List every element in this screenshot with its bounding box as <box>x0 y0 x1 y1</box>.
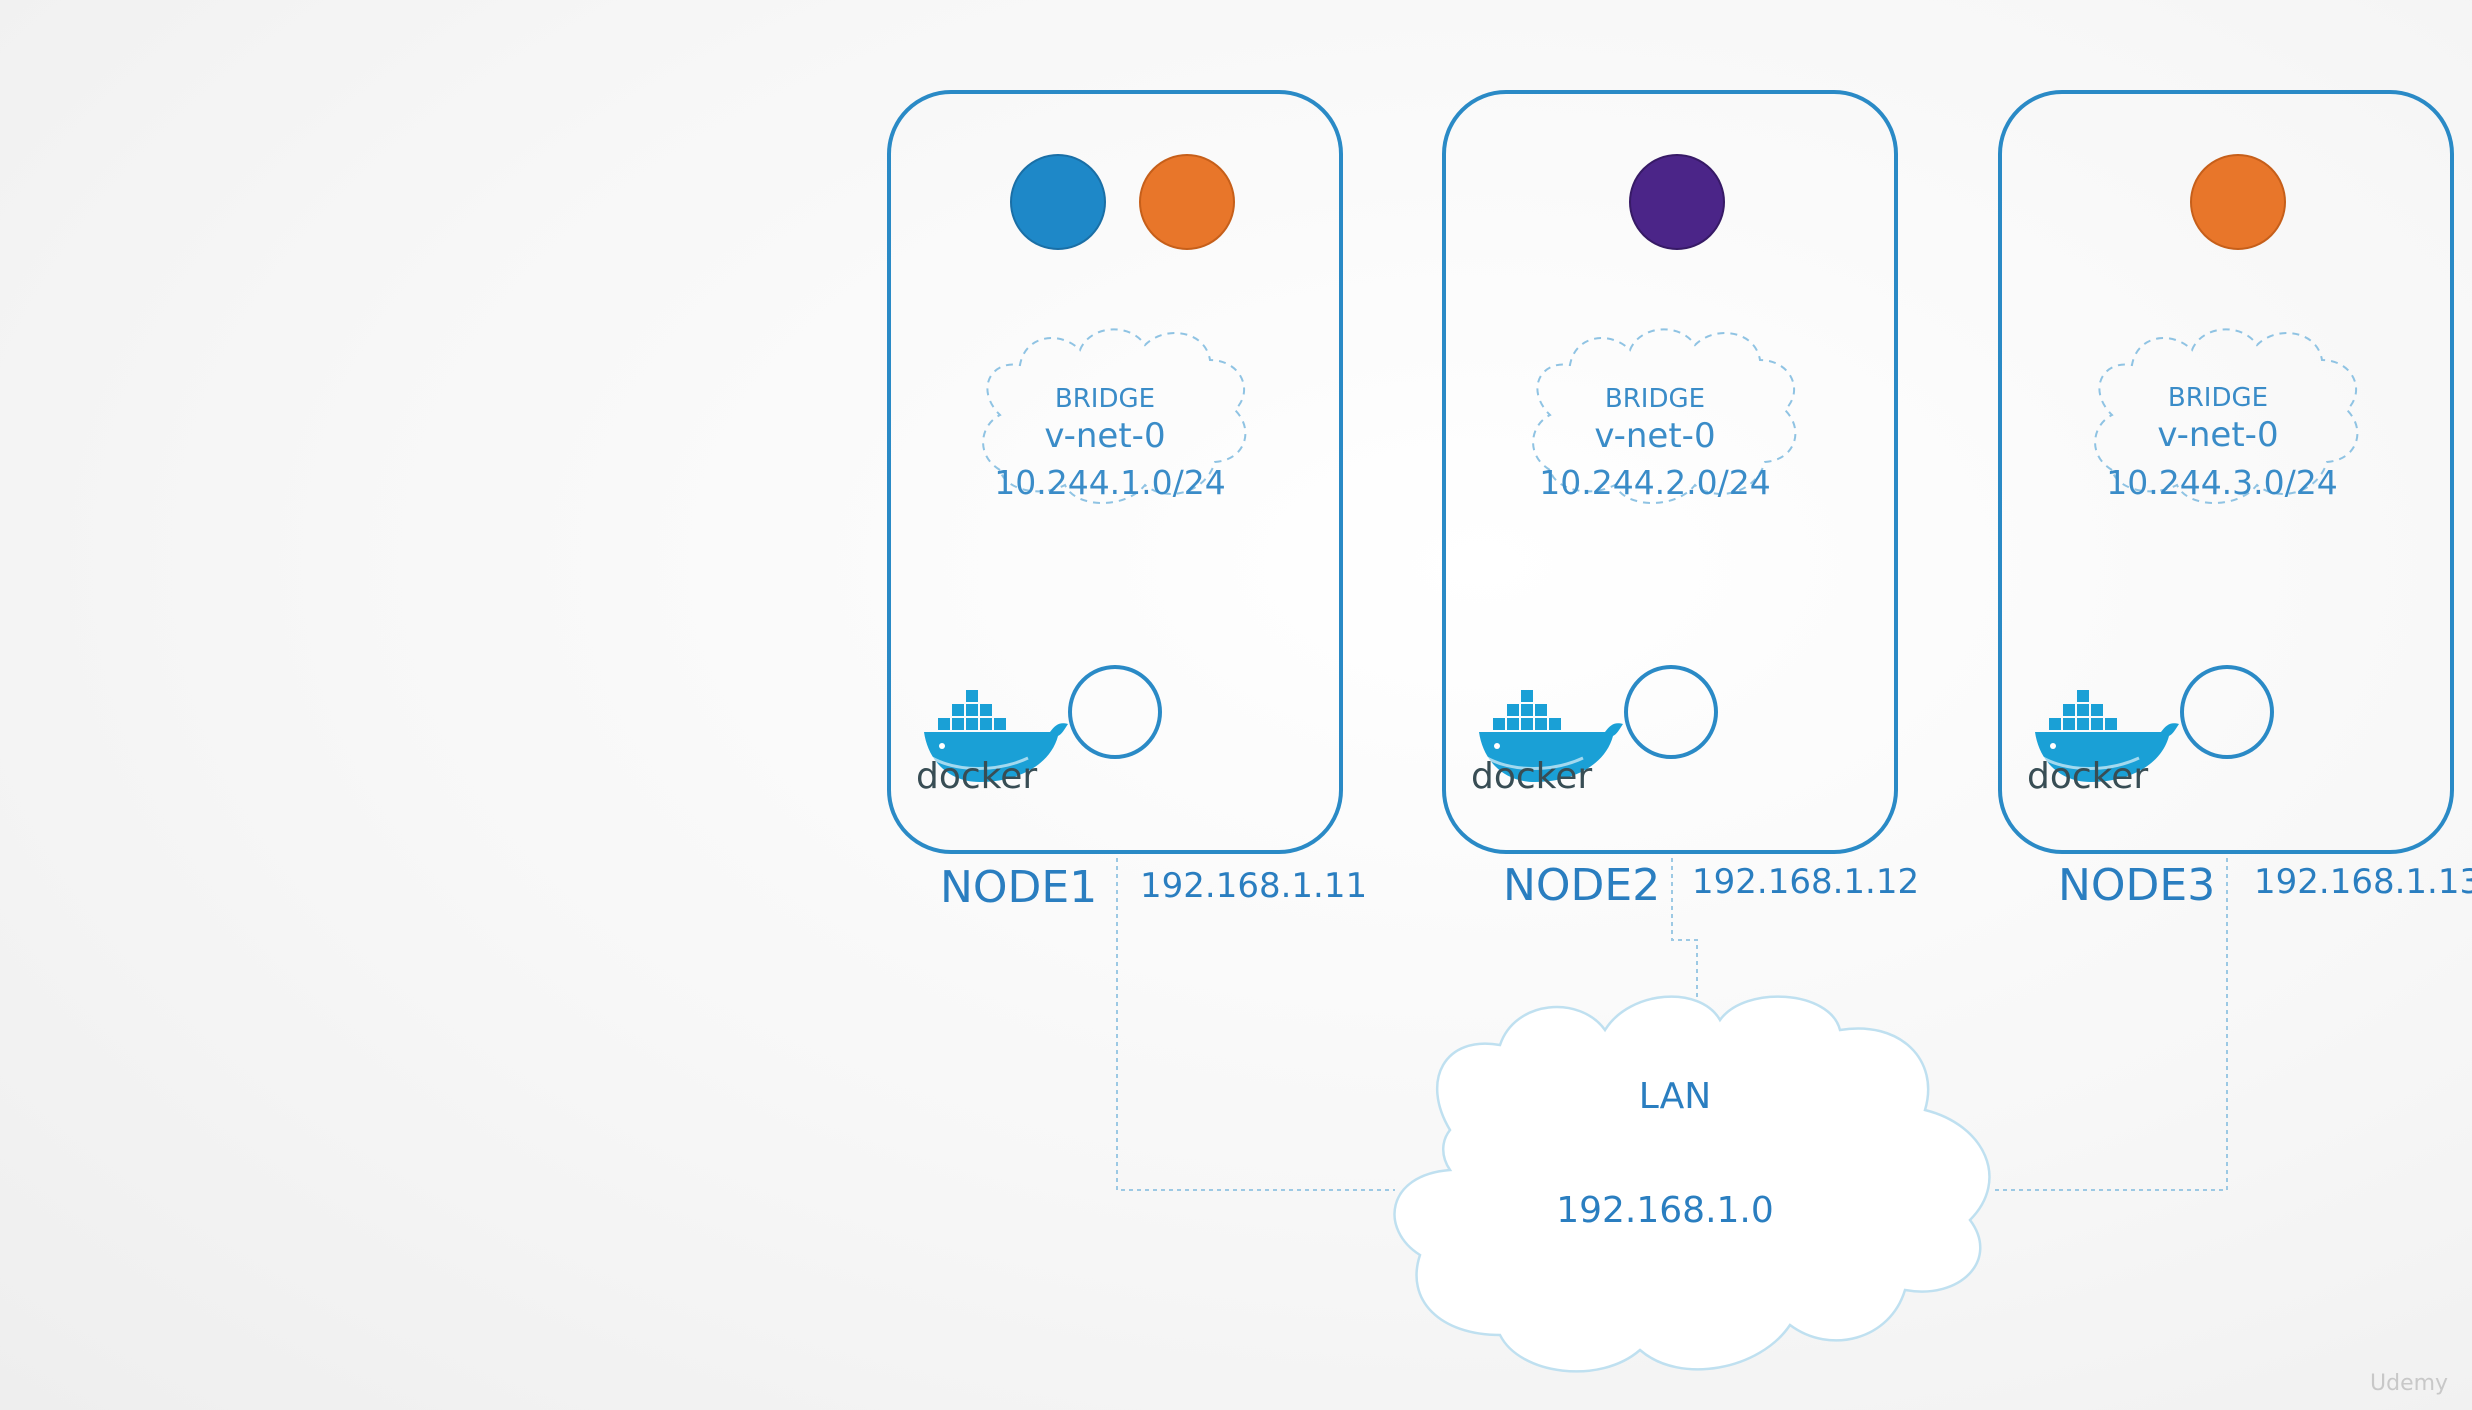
dashed-cloud-icon <box>1532 328 1797 504</box>
connector-node3 <box>1995 850 2228 1191</box>
bridge-cidr: 10.244.3.0/24 <box>2106 463 2338 502</box>
connector-node2 <box>1671 850 1698 1005</box>
node-ip: 192.168.1.11 <box>1140 866 1367 906</box>
docker-wordmark: docker <box>2027 756 2148 797</box>
node-name: NODE1 <box>940 862 1097 913</box>
lan-cloud: LAN 192.168.1.0 <box>1393 995 1991 1373</box>
connector-node1 <box>1116 850 1395 1191</box>
bridge-name: v-net-0 <box>1044 416 1165 456</box>
pod-circle-icon <box>1629 154 1725 250</box>
pod-circle-icon <box>1139 154 1235 250</box>
bridge-title: BRIDGE <box>1605 384 1705 414</box>
interface-ring-icon <box>1624 665 1718 759</box>
node-frame <box>1442 90 1898 854</box>
node-frame <box>1998 90 2454 854</box>
interface-ring-icon <box>1068 665 1162 759</box>
pod-circle-icon <box>2190 154 2286 250</box>
docker-wordmark: docker <box>1471 756 1592 797</box>
lan-name: LAN <box>1639 1076 1711 1117</box>
bridge-title: BRIDGE <box>2168 383 2268 413</box>
node-card-2: BRIDGE v-net-0 10.244.2.0/24 docker NODE… <box>1442 90 1919 911</box>
bridge-name: v-net-0 <box>2157 415 2278 455</box>
node-name: NODE2 <box>1503 860 1660 911</box>
node-card-3: BRIDGE v-net-0 10.244.3.0/24 docker NODE… <box>1998 90 2472 911</box>
node-name: NODE3 <box>2058 860 2215 911</box>
watermark-text: Udemy <box>2370 1371 2448 1396</box>
cloud-icon <box>1393 995 1991 1373</box>
bridge-name: v-net-0 <box>1594 416 1715 456</box>
bridge-cidr: 10.244.1.0/24 <box>994 463 1226 502</box>
dashed-cloud-icon <box>2094 328 2359 504</box>
pod-circle-icon <box>1010 154 1106 250</box>
node-ip: 192.168.1.13 <box>2254 862 2472 902</box>
bridge-cidr: 10.244.2.0/24 <box>1539 463 1771 502</box>
bridge-title: BRIDGE <box>1055 384 1155 414</box>
udemy-logo-icon: Udemy <box>2370 1371 2448 1396</box>
node-frame <box>887 90 1343 854</box>
docker-wordmark: docker <box>916 756 1037 797</box>
lan-subnet: 192.168.1.0 <box>1556 1190 1774 1231</box>
node-ip: 192.168.1.12 <box>1692 862 1919 902</box>
interface-ring-icon <box>2180 665 2274 759</box>
node-card-1: BRIDGE v-net-0 10.244.1.0/24 docker NODE… <box>887 90 1367 913</box>
dashed-cloud-icon <box>982 328 1247 504</box>
lan-connectors <box>1116 850 2228 1191</box>
